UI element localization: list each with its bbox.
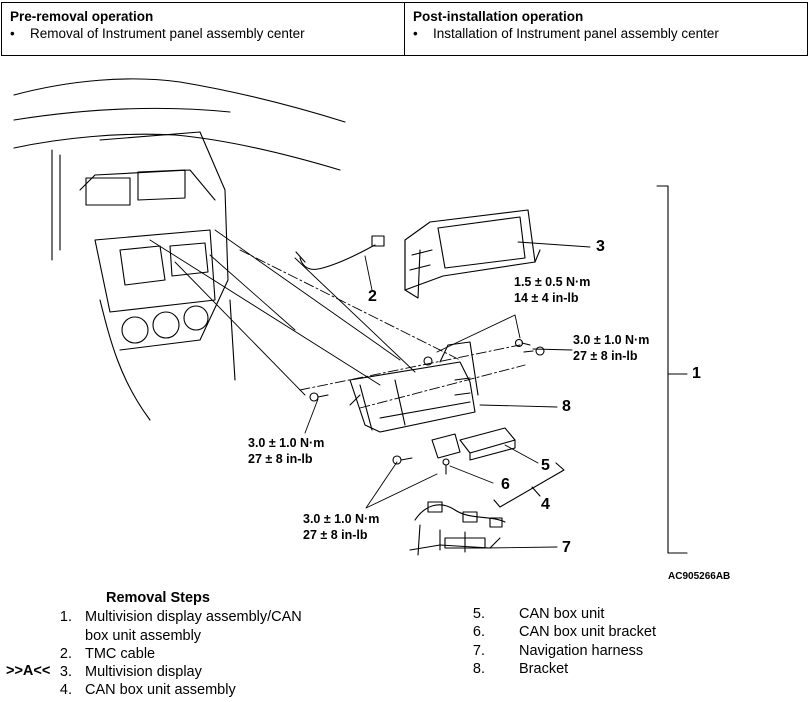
- callout-8: 8: [562, 398, 571, 415]
- torque-nm: 1.5 ± 0.5 N·m: [514, 275, 591, 289]
- operation-table: Pre-removal operation • Removal of Instru…: [1, 2, 808, 56]
- step-number: 2.: [59, 646, 72, 662]
- pre-removal-title: Pre-removal operation: [10, 9, 154, 24]
- bullet-icon: •: [413, 26, 418, 41]
- post-installation-item-text: Installation of Instrument panel assembl…: [433, 26, 719, 41]
- step-text: Multivision display assembly/CAN box uni…: [85, 608, 302, 645]
- torque-label-top: 1.5 ± 0.5 N·m 14 ± 4 in-lb: [514, 274, 590, 306]
- torque-label-left: 3.0 ± 1.0 N·m 27 ± 8 in-lb: [248, 435, 324, 467]
- bullet-icon: •: [10, 26, 15, 41]
- step-text: Multivision display: [85, 664, 202, 680]
- torque-nm: 3.0 ± 1.0 N·m: [248, 436, 325, 450]
- exploded-view-drawing: [13, 78, 688, 556]
- callout-leaders: [304, 241, 591, 549]
- callout-7: 7: [562, 539, 571, 556]
- callout-6: 6: [501, 476, 510, 493]
- torque-label-right: 3.0 ± 1.0 N·m 27 ± 8 in-lb: [573, 332, 649, 364]
- step-number: 6.: [472, 624, 485, 640]
- can-box-drawing: [431, 427, 516, 461]
- step-text: Bracket: [519, 661, 569, 677]
- group-brackets: [493, 185, 688, 554]
- torque-inlb: 27 ± 8 in-lb: [573, 349, 638, 363]
- procedure-marker: >>A<<: [6, 663, 51, 679]
- step-number: 3.: [59, 664, 72, 680]
- torque-inlb: 14 ± 4 in-lb: [514, 291, 579, 305]
- bracket-drawing: [349, 341, 479, 433]
- pre-removal-item-text: Removal of Instrument panel assembly cen…: [30, 26, 305, 41]
- callout-1: 1: [692, 365, 701, 382]
- callout-3: 3: [596, 238, 605, 255]
- leader-lines: [149, 229, 526, 409]
- navigation-harness-drawing: [409, 501, 506, 556]
- step-text: CAN box unit assembly: [85, 682, 236, 698]
- step-number: 8.: [472, 661, 485, 677]
- step-text: CAN box unit bracket: [519, 624, 657, 640]
- torque-inlb: 27 ± 8 in-lb: [303, 528, 368, 542]
- step-text: Navigation harness: [519, 643, 644, 659]
- step-text-line: Multivision display assembly/CAN: [85, 609, 302, 625]
- step-number: 5.: [472, 606, 485, 622]
- torque-inlb: 27 ± 8 in-lb: [248, 452, 313, 466]
- callout-4: 4: [541, 496, 550, 513]
- post-installation-cell: Post-installation operation • Installatio…: [404, 3, 807, 55]
- multivision-display-drawing: [404, 209, 541, 299]
- tmc-cable-drawing: [295, 235, 385, 270]
- step-text: CAN box unit: [519, 606, 605, 622]
- torque-label-bottom: 3.0 ± 1.0 N·m 27 ± 8 in-lb: [303, 511, 379, 543]
- post-installation-title: Post-installation operation: [413, 9, 584, 24]
- step-number: 7.: [472, 643, 485, 659]
- step-number: 4.: [59, 682, 72, 698]
- dashboard-outline: [13, 78, 346, 421]
- figure-id: AC905266AB: [668, 571, 731, 582]
- post-installation-item: • Installation of Instrument panel assemb…: [413, 25, 799, 42]
- callout-5: 5: [541, 457, 550, 474]
- screw-drawings: [309, 338, 545, 475]
- exploded-view-illustration: 1.5 ± 0.5 N·m 14 ± 4 in-lb 3.0 ± 1.0 N·m…: [0, 60, 811, 590]
- pre-removal-item: • Removal of Instrument panel assembly ce…: [10, 25, 396, 42]
- torque-nm: 3.0 ± 1.0 N·m: [573, 333, 650, 347]
- callout-2: 2: [368, 288, 377, 305]
- removal-steps-title: Removal Steps: [106, 590, 210, 606]
- step-text: TMC cable: [85, 646, 156, 662]
- step-text-line: box unit assembly: [85, 627, 202, 644]
- pre-removal-cell: Pre-removal operation • Removal of Instru…: [2, 3, 404, 55]
- step-number: 1.: [59, 609, 72, 625]
- torque-nm: 3.0 ± 1.0 N·m: [303, 512, 380, 526]
